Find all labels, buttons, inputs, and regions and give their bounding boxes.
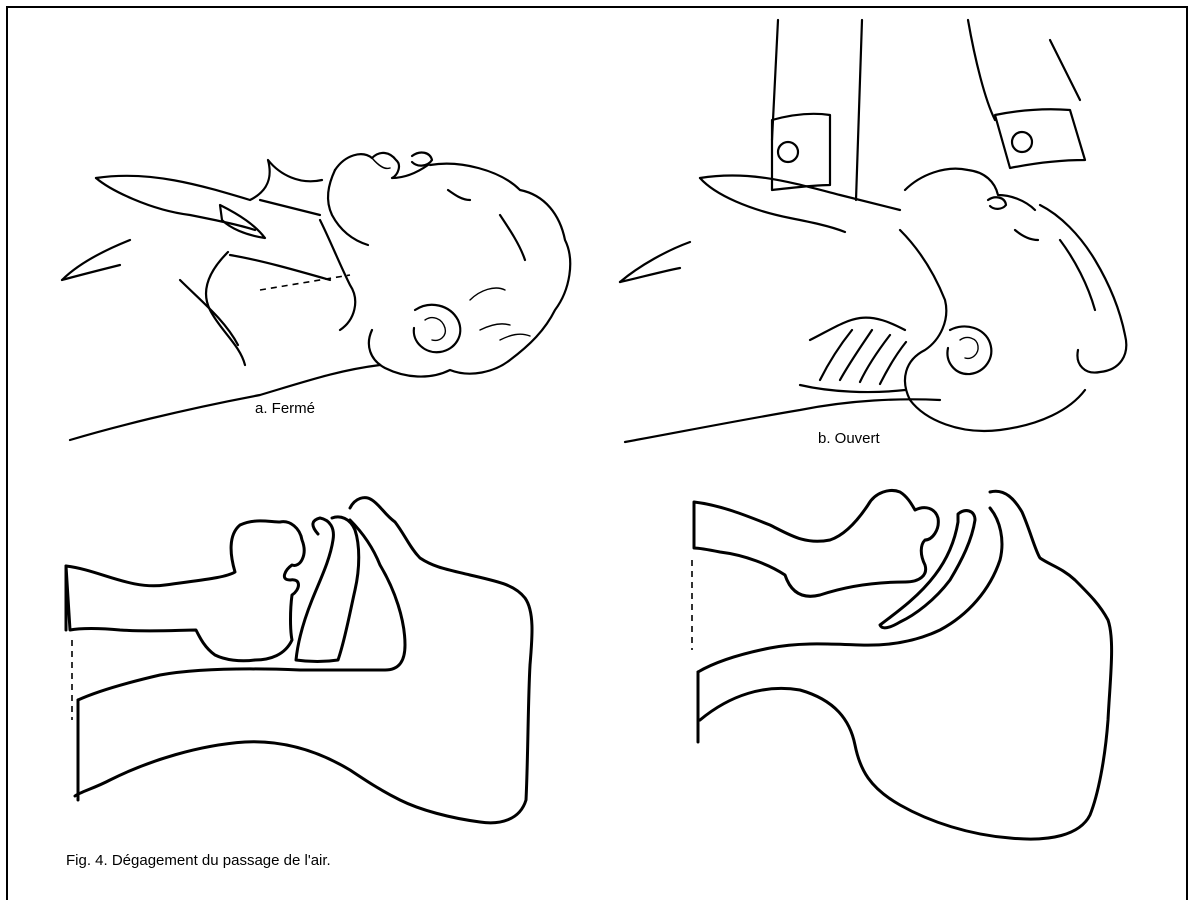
panel-a-label: a. Fermé [255,400,315,417]
illustration-airway-closed [62,153,570,440]
panel-b-label: b. Ouvert [818,430,880,447]
illustration-airway-open [620,20,1126,442]
figure-caption: Fig. 4. Dégagement du passage de l'air. [66,852,331,869]
cross-section-airway-open [692,491,1112,840]
cross-section-airway-closed [66,498,532,823]
